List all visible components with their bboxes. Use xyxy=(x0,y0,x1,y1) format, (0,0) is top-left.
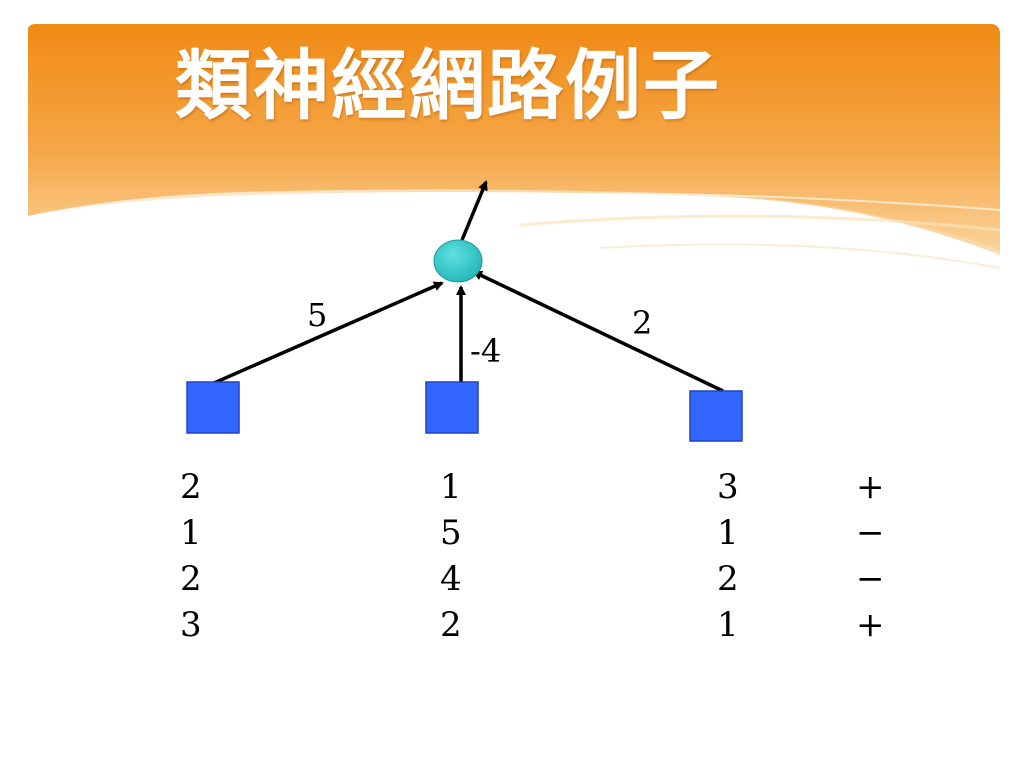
table-cell: + xyxy=(856,467,885,507)
weight-left: 5 xyxy=(307,296,327,334)
table-cell: + xyxy=(856,605,885,645)
page-title: 類神經網路例子 xyxy=(175,41,721,130)
table-cell: 5 xyxy=(440,513,462,553)
table-cell: − xyxy=(856,559,885,599)
table-cell: − xyxy=(856,513,885,553)
table-cell: 2 xyxy=(180,559,202,599)
table-cell: 1 xyxy=(717,513,739,553)
edge-right-input xyxy=(472,270,724,393)
output-arrow xyxy=(460,180,488,241)
table-cell: 2 xyxy=(440,605,462,645)
table-cell: 3 xyxy=(180,605,202,645)
table-cell: 1 xyxy=(717,605,739,645)
edge-left-input xyxy=(213,281,444,385)
weight-middle: -4 xyxy=(470,332,501,370)
table-cell: 2 xyxy=(717,559,739,599)
table-cell: 3 xyxy=(717,467,739,507)
weight-right: 2 xyxy=(632,304,652,342)
title-banner xyxy=(28,24,1001,269)
input-node-2 xyxy=(425,381,479,434)
table-cell: 1 xyxy=(180,513,202,553)
table-cell: 2 xyxy=(180,467,202,507)
output-neuron xyxy=(433,239,483,283)
input-node-3 xyxy=(689,390,743,442)
table-cell: 4 xyxy=(440,559,462,599)
table-cell: 1 xyxy=(440,467,462,507)
input-node-1 xyxy=(186,381,240,434)
